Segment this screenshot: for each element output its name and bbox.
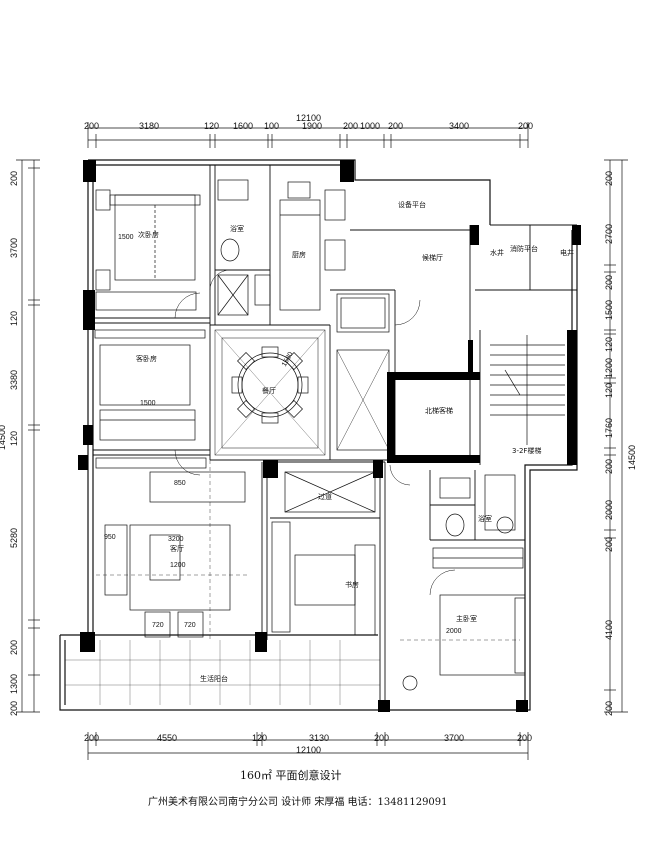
room-label-passenger-elevator: 候梯厅 [422,254,443,262]
left-dim-7: 200 [9,639,19,655]
top-dim-3: 120 [204,121,220,131]
chair-left-label: 720 [152,622,164,629]
right-dim-13: 200 [604,700,614,716]
right-dimension-line [604,159,628,713]
top-dim-10: 3400 [449,121,470,131]
stairs [490,335,565,445]
right-dim-6: 1200 [604,357,614,378]
bottom-dimension-line [87,732,529,760]
study-furniture [271,471,376,636]
right-dim-11: 200 [604,536,614,552]
top-dim-5: 100 [264,121,280,131]
top-total-dimension: 12100 [296,113,322,123]
room-label-study: 书房 [345,581,359,589]
top-dim-2: 3180 [139,121,160,131]
left-total-dimension: 14500 [0,424,7,450]
room-label-corridor: 过道 [318,493,332,501]
right-dim-9: 200 [604,458,614,474]
top-dim-7: 200 [343,121,359,131]
interior-walls [93,165,577,710]
right-dim-3: 200 [604,274,614,290]
right-dim-5: 120 [604,336,614,352]
sofa-depth-label: 850 [174,480,186,487]
guest-bedroom-furniture [94,329,206,441]
left-dim-6: 5280 [9,527,19,548]
room-label-bath-1: 浴室 [230,225,244,233]
master-bedroom-furniture [400,547,526,691]
room-label-stair: 3-2F楼梯 [512,447,542,455]
bottom-dim-1: 200 [84,733,100,743]
bottom-dim-5: 200 [374,733,390,743]
left-dim-8: 1300 [9,673,19,694]
top-dimension-line [87,122,529,148]
room-label-equipment-platform: 设备平台 [398,201,426,209]
bath-1-fixtures [217,179,271,316]
feature-panel [336,293,390,451]
footer-credit: 广州美术有限公司南宁分公司 设计师 宋厚福 电话：13481129091 [148,797,448,808]
right-dim-7: 120 [604,382,614,398]
bed2-width-label: 1500 [140,400,156,407]
top-dim-1: 200 [84,121,100,131]
bed1-width-label: 1500 [118,234,134,241]
room-label-balcony: 生活阳台 [200,675,228,683]
left-dim-4: 3380 [9,369,19,390]
top-dim-6: 1900 [302,121,323,131]
top-dim-9: 200 [388,121,404,131]
outer-walls [59,159,578,711]
room-label-elec-well: 电井 [560,249,574,257]
left-dim-5: 120 [9,430,19,446]
room-label-living-room: 客厅 [170,545,184,553]
top-dim-4: 1600 [233,121,254,131]
left-dim-2: 3700 [9,237,19,258]
chair-right-label: 720 [184,622,196,629]
bottom-dim-3: 120 [252,733,268,743]
room-label-kitchen: 厨房 [292,251,306,259]
master-bed-label: 2000 [446,628,462,635]
room-label-fire-platform: 消防平台 [510,245,538,253]
sofa-side-label: 950 [104,534,116,541]
room-label-bath-2: 浴室 [478,515,492,523]
room-label-elevator-note: 北梯客梯 [425,407,453,415]
right-dim-8: 1760 [604,417,614,438]
right-dim-4: 1500 [604,299,614,320]
room-label-secondary-bedroom: 次卧房 [138,231,159,239]
kitchen-fixtures [279,181,346,311]
bottom-dim-6: 3700 [444,733,465,743]
room-label-restaurant: 餐厅 [262,387,276,395]
left-dim-1: 200 [9,170,19,186]
top-dim-8: 1000 [360,121,381,131]
structural-columns [78,160,581,712]
plan-title: 160㎡ 平面创意设计 [240,769,342,782]
dining-table [214,329,326,456]
door-swings [174,269,456,596]
bottom-total-dimension: 12100 [296,745,322,755]
left-dim-3: 120 [9,310,19,326]
left-dim-9: 200 [9,700,19,716]
room-label-master-bedroom: 主卧室 [456,615,477,623]
balcony-tiles [65,640,380,705]
right-total-dimension: 14500 [627,444,637,470]
right-dim-1: 200 [604,170,614,186]
living-room-furniture [95,457,250,640]
top-dim-11: 200 [518,121,534,131]
right-dim-10: 2000 [604,499,614,520]
bath-2-fixtures [439,474,516,537]
sofa-length-label: 3200 [168,536,184,543]
bottom-dim-2: 4550 [157,733,178,743]
room-label-water-well: 水井 [490,249,504,257]
secondary-bedroom-furniture [95,189,201,311]
bottom-dim-4: 3130 [309,733,330,743]
right-dim-2: 2700 [604,223,614,244]
coffee-table-label: 1200 [170,562,186,569]
left-dimension-line [16,159,40,713]
bottom-dim-7: 200 [517,733,533,743]
room-label-guest-bedroom: 客卧房 [136,355,157,363]
right-dim-12: 4100 [604,619,614,640]
